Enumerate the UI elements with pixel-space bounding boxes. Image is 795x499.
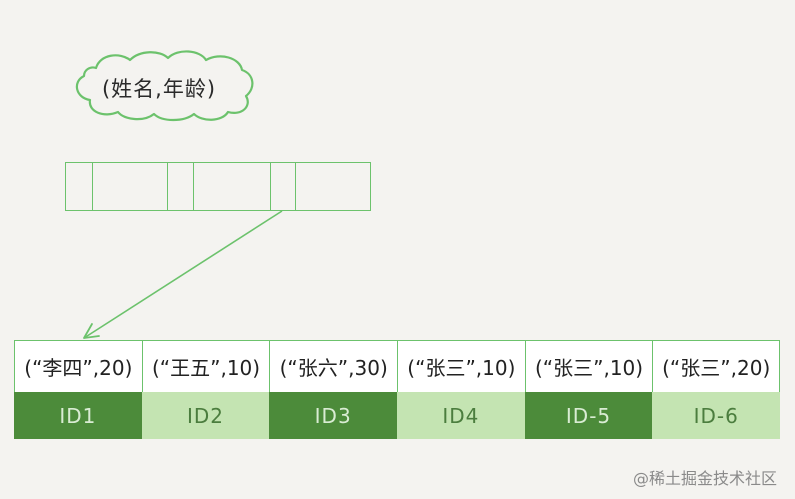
leaf-entry-key: (“张三”,10)	[524, 340, 653, 392]
leaf-entry: (“王五”,10) ID2	[141, 340, 270, 439]
leaf-entry-id: ID2	[141, 392, 270, 439]
node-pointer-slot	[168, 163, 194, 210]
leaf-entry-id: ID3	[269, 392, 398, 439]
node-pointer-slot	[66, 163, 93, 210]
leaf-entry: (“张六”,30) ID3	[269, 340, 398, 439]
internal-node	[65, 162, 371, 211]
pointer-arrow-head	[83, 323, 100, 339]
leaf-entry: (“张三”,10) ID4	[397, 340, 525, 439]
leaf-entry-key: (“张三”,20)	[652, 340, 781, 392]
watermark: @稀土掘金技术社区	[632, 469, 777, 488]
leaf-entry-id: ID-6	[652, 392, 781, 439]
leaf-entry-key: (“李四”,20)	[14, 340, 142, 392]
leaf-entry-id: ID4	[397, 392, 525, 439]
node-key-slot	[194, 163, 271, 210]
node-key-slot	[296, 163, 370, 210]
leaf-entry: (“李四”,20) ID1	[14, 340, 142, 439]
leaf-entry-key: (“王五”,10)	[141, 340, 270, 392]
node-key-slot	[93, 163, 168, 210]
leaf-node: (“李四”,20) ID1 (“王五”,10) ID2 (“张六”,30) ID…	[14, 340, 781, 439]
pointer-arrow-line	[83, 210, 283, 339]
leaf-entry-key: (“张六”,30)	[269, 340, 398, 392]
leaf-entry: (“张三”,10) ID-5	[524, 340, 653, 439]
leaf-entry: (“张三”,20) ID-6	[652, 340, 781, 439]
leaf-entry-id: ID1	[14, 392, 142, 439]
leaf-entry-key: (“张三”,10)	[397, 340, 525, 392]
node-pointer-slot	[271, 163, 296, 210]
leaf-entry-id: ID-5	[524, 392, 653, 439]
cloud-outline	[75, 50, 254, 122]
index-label: (姓名,年龄)	[101, 77, 217, 101]
